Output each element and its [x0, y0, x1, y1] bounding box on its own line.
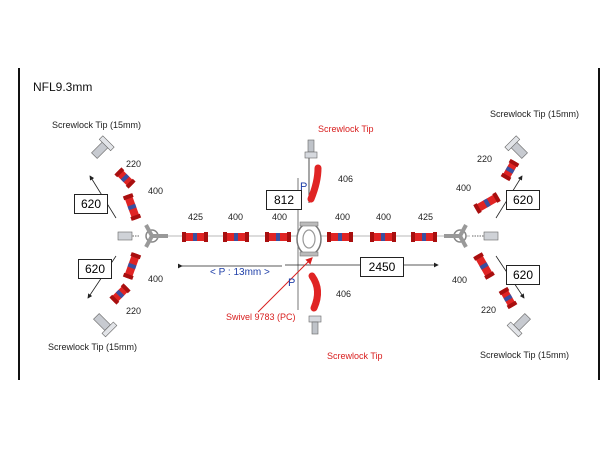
- length-220-bottom-left: 220: [126, 306, 142, 316]
- link-400-top-left: [122, 193, 142, 221]
- length-400-left-b: 400: [272, 212, 288, 222]
- frame-right-border: [598, 68, 600, 380]
- screwlock-tip-bottom-left: [93, 313, 118, 338]
- right-y-connector: [444, 224, 492, 248]
- length-220-top-left: 220: [126, 159, 142, 169]
- segment-links: [109, 158, 520, 310]
- length-400-right-a: 400: [335, 212, 351, 222]
- label-screwlock-tip-top: Screwlock Tip: [318, 124, 374, 134]
- screw-right-hub: [483, 231, 499, 241]
- link-425-left: [182, 232, 208, 242]
- length-220-bottom-right: 220: [481, 305, 497, 315]
- link-400-top-right: [473, 192, 501, 214]
- label-screwlock-tip-top-left: Screwlock Tip (15mm): [52, 120, 142, 130]
- dimension-box-620-upper-right: 620: [506, 190, 540, 210]
- label-screwlock-tip-bottom-left: Screwlock Tip (15mm): [48, 342, 138, 352]
- label-pitch: < P : 13mm >: [210, 267, 270, 278]
- length-406-top: 406: [338, 174, 354, 184]
- screwlock-tip-top-center: [304, 139, 318, 159]
- length-400-top-right: 400: [456, 183, 472, 193]
- label-p-bottom: P: [288, 277, 296, 289]
- link-220-top-left: [114, 167, 136, 189]
- length-400-right-b: 400: [376, 212, 392, 222]
- label-p-top: P: [300, 181, 308, 193]
- label-screwlock-tip-bottom-right: Screwlock Tip (15mm): [480, 350, 570, 360]
- dimension-box-2450: 2450: [360, 257, 404, 277]
- link-400-right-b: [370, 232, 396, 242]
- length-406-bottom: 406: [336, 289, 352, 299]
- diagram-title: NFL9.3mm: [33, 80, 93, 94]
- label-swivel: Swivel 9783 (PC): [226, 312, 296, 322]
- left-y-connector: [120, 224, 168, 248]
- link-400-bottom-left: [122, 252, 142, 280]
- length-400-bottom-left: 400: [148, 274, 164, 284]
- dimension-box-620-lower-right: 620: [506, 265, 540, 285]
- length-425-right: 425: [418, 212, 434, 222]
- link-400-right-a: [327, 232, 353, 242]
- length-400-bottom-right: 400: [452, 275, 468, 285]
- dimension-box-620-upper-left: 620: [74, 194, 108, 214]
- link-425-right: [411, 232, 437, 242]
- screw-left-hub: [117, 231, 133, 241]
- screwlock-tip-top-left: [91, 135, 115, 159]
- link-406-top: [307, 164, 322, 203]
- screwlock-tip-top-right: [504, 135, 528, 159]
- link-406-bottom: [308, 272, 321, 312]
- screwlock-tip-bottom-right: [506, 313, 531, 338]
- link-400-bottom-right: [473, 252, 495, 280]
- link-220-bottom-right: [498, 286, 518, 310]
- link-220-bottom-left: [109, 283, 131, 305]
- dimension-box-812: 812: [266, 190, 302, 210]
- center-swivel: [296, 221, 322, 257]
- label-screwlock-tip-bottom: Screwlock Tip: [327, 351, 383, 361]
- link-400-left-a: [223, 232, 249, 242]
- length-400-left-a: 400: [228, 212, 244, 222]
- link-220-top-right: [500, 158, 520, 182]
- length-425-left: 425: [188, 212, 204, 222]
- length-400-top-left: 400: [148, 186, 164, 196]
- link-400-left-b: [265, 232, 291, 242]
- swivel-pointer-arrow: [257, 257, 313, 313]
- length-220-top-right: 220: [477, 154, 493, 164]
- frame-left-border: [18, 68, 20, 380]
- screwlock-tip-bottom-center: [308, 315, 322, 335]
- label-screwlock-tip-top-right: Screwlock Tip (15mm): [490, 109, 580, 119]
- dimension-box-620-lower-left: 620: [78, 259, 112, 279]
